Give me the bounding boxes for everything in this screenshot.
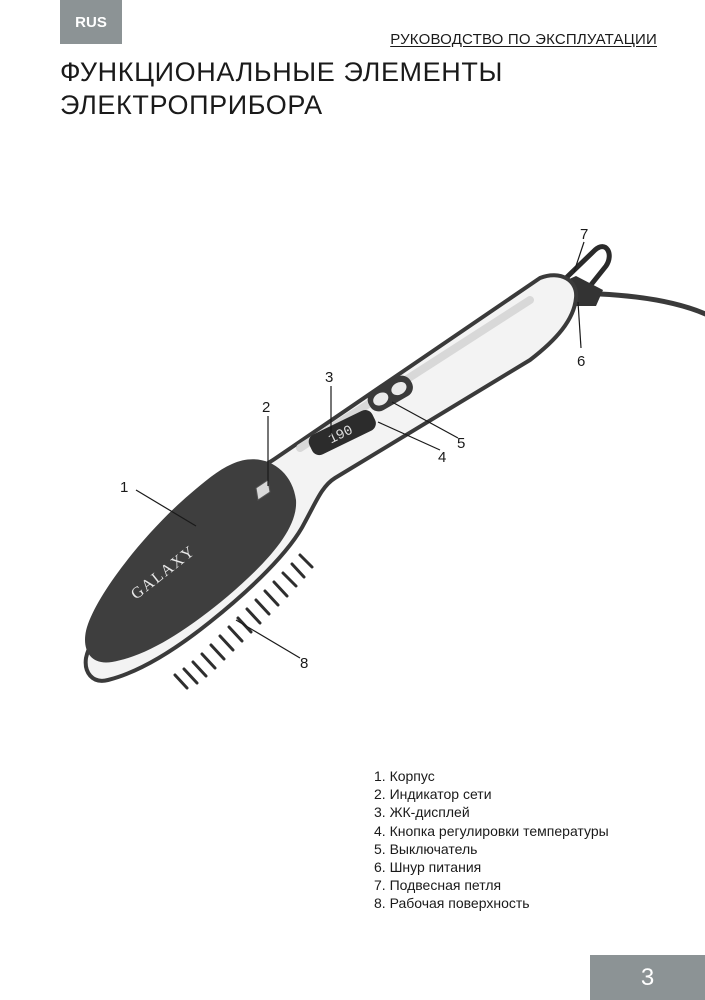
parts-list: 1. Корпус 2. Индикатор сети 3. ЖК-диспле… [374, 767, 609, 913]
parts-list-item: 4. Кнопка регулировки температуры [374, 822, 609, 839]
callout-2: 2 [262, 399, 270, 416]
callout-4: 4 [438, 449, 446, 466]
hair-straightener-brush-illustration: GALAXY 190 1 2 3 4 5 6 7 8 [83, 226, 705, 690]
manual-title: РУКОВОДСТВО ПО ЭКСПЛУАТАЦИИ [390, 31, 657, 48]
page-heading-line-1: ФУНКЦИОНАЛЬНЫЕ ЭЛЕМЕНТЫ [60, 57, 503, 87]
language-tab: RUS [60, 0, 122, 44]
power-indicator [255, 479, 271, 501]
callout-7: 7 [580, 226, 588, 243]
parts-list-item: 7. Подвесная петля [374, 877, 502, 894]
page-heading-line-2: ЭЛЕКТРОПРИБОРА [60, 90, 323, 120]
parts-list-item: 2. Индикатор сети [374, 786, 492, 803]
parts-list-item: 6. Шнур питания [374, 859, 482, 876]
control-buttons [367, 375, 413, 412]
parts-list-item: 8. Рабочая поверхность [374, 895, 530, 912]
head-plate [85, 459, 297, 663]
callout-5: 5 [457, 435, 465, 452]
power-switch [391, 381, 407, 396]
parts-list-item: 1. Корпус [374, 768, 435, 784]
page-heading: ФУНКЦИОНАЛЬНЫЕ ЭЛЕМЕНТЫ ЭЛЕКТРОПРИБОРА [60, 56, 503, 122]
page-number: 3 [590, 955, 705, 1000]
hanging-loop [564, 244, 612, 288]
callout-lines [135, 241, 585, 659]
parts-list-item: 5. Выключатель [374, 840, 478, 857]
temperature-button [373, 392, 389, 406]
bristles [173, 553, 314, 690]
callout-6: 6 [577, 353, 585, 370]
power-cord [597, 291, 705, 317]
callout-8: 8 [300, 655, 308, 672]
callout-3: 3 [325, 369, 333, 386]
callout-1: 1 [120, 479, 128, 496]
parts-list-item: 3. ЖК-дисплей [374, 804, 470, 821]
